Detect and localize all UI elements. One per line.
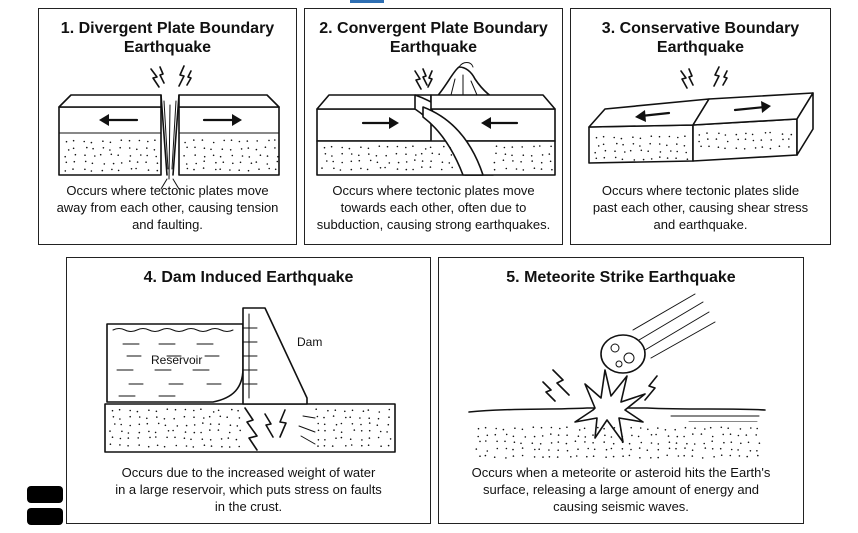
- panel-description: Occurs due to the increased weight of wa…: [115, 465, 382, 514]
- side-button-lower[interactable]: [27, 508, 63, 525]
- continental-plate: [430, 94, 556, 142]
- divergent-illustration: [58, 65, 280, 190]
- crust-dots: [321, 145, 553, 171]
- arrow-left-icon: [481, 117, 519, 129]
- lightning-bolt-icon: [244, 407, 316, 451]
- meteorite-trail: [632, 293, 716, 359]
- panel-description: Occurs when a meteorite or asteroid hits…: [471, 465, 771, 514]
- panel-title: 4. Dam Induced Earthquake: [143, 269, 354, 286]
- lightning-bolt-icon: [414, 68, 433, 90]
- convergent-illustration: [316, 62, 556, 176]
- panel-conservative: 3. Conservative Boundary Earthquake Occu…: [570, 8, 831, 245]
- dam-wall: [242, 307, 308, 405]
- panel-convergent: 2. Convergent Plate Boundary Earthquake: [304, 8, 563, 245]
- panel-description: Occurs where tectonic plates move toward…: [316, 183, 551, 232]
- left-plate-block: [58, 94, 162, 176]
- mantle-layer: [316, 140, 556, 176]
- arrow-left-icon: [99, 114, 139, 126]
- arrow-right-icon: [202, 114, 242, 126]
- top-tab-indicator: [350, 0, 384, 3]
- crust-dots: [64, 139, 279, 172]
- right-plate-block: [692, 92, 814, 162]
- panel-title: 1. Divergent Plate Boundary Earthquake: [60, 20, 275, 56]
- lightning-bolt-icon: [680, 66, 728, 89]
- panel-title: 3. Conservative Boundary Earthquake: [601, 20, 800, 56]
- panel-divergent: 1. Divergent Plate Boundary Earthquake: [38, 8, 297, 245]
- reservoir-label: Reservoir: [151, 353, 202, 367]
- conservative-illustration: [588, 66, 814, 164]
- lightning-bolt-icon: [150, 65, 192, 88]
- crust-dots: [109, 408, 392, 448]
- crust-dots: [594, 131, 793, 161]
- right-plate-block: [178, 94, 280, 176]
- panel-description: Occurs where tectonic plates slide past …: [592, 183, 809, 232]
- dam-illustration: Reservoir Dam: [104, 307, 396, 453]
- panel-dam-induced: 4. Dam Induced Earthquake Reservoir Dam …: [66, 257, 431, 524]
- arrow-right-icon: [733, 101, 771, 113]
- left-plate-block: [588, 98, 710, 164]
- lightning-bolt-icon: [542, 369, 658, 402]
- arrow-left-icon: [635, 110, 671, 122]
- panel-meteorite-strike: 5. Meteorite Strike Earthquake Occurs wh…: [438, 257, 804, 524]
- panel-title: 5. Meteorite Strike Earthquake: [506, 269, 736, 286]
- dam-label: Dam: [297, 335, 322, 349]
- crust-dots: [475, 426, 761, 459]
- panel-description: Occurs where tectonic plates move away f…: [56, 183, 279, 232]
- side-button-upper[interactable]: [27, 486, 63, 503]
- rift-valley: [160, 94, 180, 190]
- arrow-right-icon: [361, 117, 399, 129]
- meteorite-illustration: [468, 293, 766, 459]
- ocean-plate: [316, 94, 432, 142]
- panel-title: 2. Convergent Plate Boundary Earthquake: [319, 20, 548, 56]
- impact-burst: [574, 369, 646, 443]
- meteorite-icon: [600, 334, 646, 374]
